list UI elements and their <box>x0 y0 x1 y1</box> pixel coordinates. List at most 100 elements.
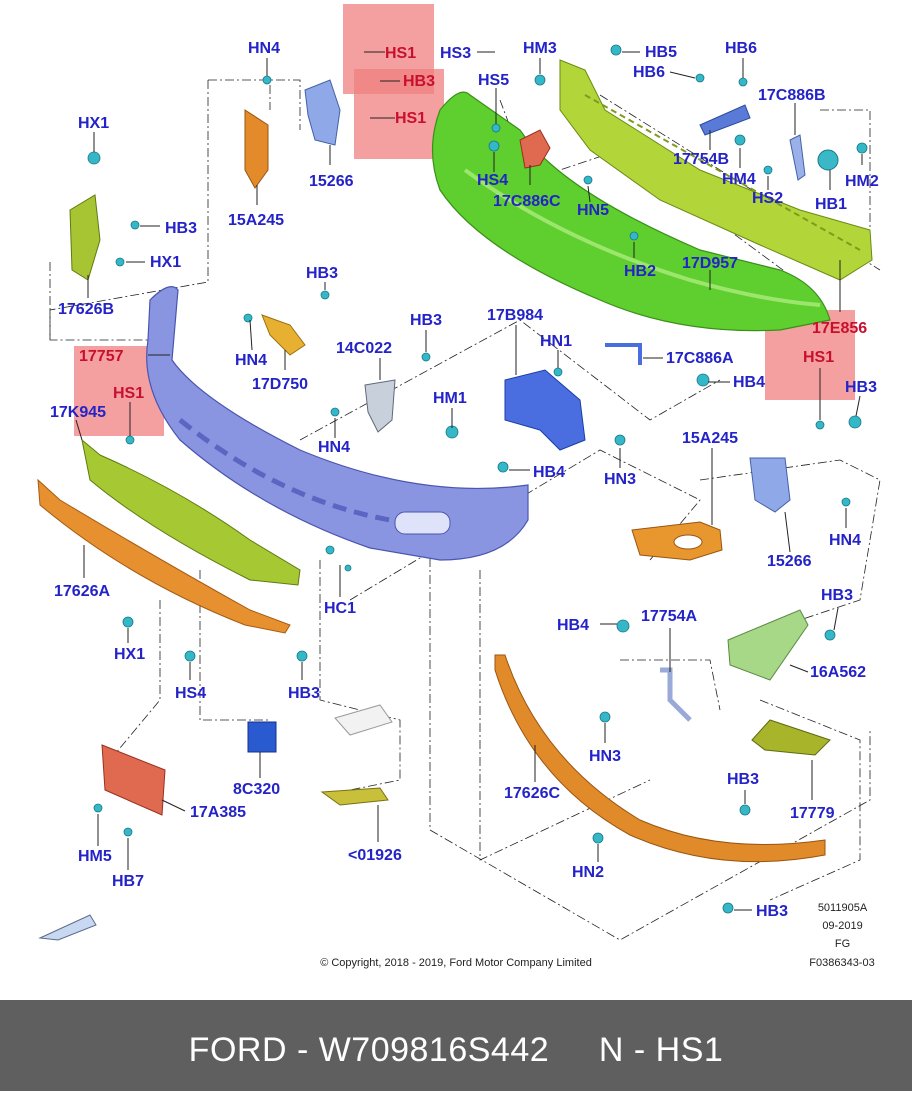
label-15a245-top: 15A245 <box>228 212 284 229</box>
bracket-17754a <box>660 667 692 722</box>
label-hb7: HB7 <box>112 873 144 890</box>
label-hn4-top: HN4 <box>248 40 280 57</box>
copyright-notice: © Copyright, 2018 - 2019, Ford Motor Com… <box>320 957 592 969</box>
label-hb6-b: HB6 <box>633 64 665 81</box>
label-17626a: 17626A <box>54 583 110 600</box>
label-17c886c: 17C886C <box>493 193 561 210</box>
label-15a245-right: 15A245 <box>682 430 738 447</box>
label-hs5: HS5 <box>478 72 509 89</box>
main-bumper-17757 <box>146 286 529 561</box>
bracket-14c022 <box>364 379 396 433</box>
label-16a562: 16A562 <box>810 664 866 681</box>
label-hb6-a: HB6 <box>725 40 757 57</box>
label-hn4-b: HN4 <box>318 439 350 456</box>
bracket-opening <box>673 534 703 550</box>
hb1-fastener-shape <box>817 149 839 171</box>
label-15266-top: 15266 <box>309 173 354 190</box>
label-hm1: HM1 <box>433 390 467 407</box>
label-hx1-bottom: HX1 <box>114 646 145 663</box>
label-17c886b: 17C886B <box>758 87 826 104</box>
bracket-17d750 <box>261 314 306 356</box>
label-hs3: HS3 <box>440 45 471 62</box>
label-hs2: HS2 <box>752 190 783 207</box>
label-17c886a: 17C886A <box>666 350 734 367</box>
label-hb1: HB1 <box>815 196 847 213</box>
meta-date: 09-2019 <box>822 920 863 932</box>
bracket-01926 <box>320 787 389 806</box>
label-hn1: HN1 <box>540 333 572 350</box>
label-hb3-f: HB3 <box>756 903 788 920</box>
label-17757: 17757 <box>79 348 124 365</box>
bracket-17c886a <box>605 343 642 365</box>
bumper-highlight-stroke <box>463 168 821 307</box>
meta-ref: F0386343-03 <box>809 957 875 969</box>
sensor-8c320 <box>247 721 277 753</box>
label-17e856: 17E856 <box>812 320 867 337</box>
label-hb5: HB5 <box>645 44 677 61</box>
fasteners <box>87 44 868 914</box>
label-hn2: HN2 <box>572 864 604 881</box>
bracket-17c886c <box>519 129 551 169</box>
bracket-15266-top <box>304 79 341 146</box>
meta-code: 5011905A <box>817 902 868 914</box>
label-17a385: 17A385 <box>190 804 246 821</box>
bumper-vents <box>178 418 391 523</box>
bracket-17c886b <box>789 134 806 181</box>
label-hb3-mid: HB3 <box>306 265 338 282</box>
label-17626c: 17626C <box>504 785 560 802</box>
bracket-17754b <box>699 104 751 136</box>
footer-part-number: FORD - W709816S442 N - HS1 <box>188 1031 724 1069</box>
direction-arrow-icon <box>38 914 97 941</box>
label-hn4-a: HN4 <box>235 352 267 369</box>
label-17779: 17779 <box>790 805 835 822</box>
label-hc1: HC1 <box>324 600 356 617</box>
bracket-16a562 <box>727 609 809 681</box>
label-hb3-e: HB3 <box>727 771 759 788</box>
label-hx1-top: HX1 <box>78 115 109 132</box>
parts-diagram: HN4 HS1 HB3 HS1 HS3 HM3 HB5 HB6 HB6 HS5 … <box>37 4 881 941</box>
label-hs4-top: HS4 <box>477 172 508 189</box>
label-hn4-right: HN4 <box>829 532 861 549</box>
label-hb2: HB2 <box>624 263 656 280</box>
label-8c320: 8C320 <box>233 781 280 798</box>
bracket-15a245-top <box>244 109 269 189</box>
bumper-fog-opening <box>394 511 451 535</box>
lower-trim-17626a <box>37 478 291 634</box>
lower-grille-17k945 <box>81 438 301 586</box>
label-hs1-right: HS1 <box>803 349 834 366</box>
label-hn5: HN5 <box>577 202 609 219</box>
upper-reinforcement-17e856 <box>559 59 873 281</box>
bracket-17779 <box>751 719 831 756</box>
label-hm5: HM5 <box>78 848 112 865</box>
label-hs1-left: HS1 <box>113 385 144 402</box>
label-hm2: HM2 <box>845 173 879 190</box>
license-bracket-17a385 <box>101 744 166 816</box>
label-hb4-c: HB4 <box>557 617 589 634</box>
label-17754b: 17754B <box>673 151 729 168</box>
label-hb4-a: HB4 <box>733 374 765 391</box>
bracket-17b984 <box>504 369 586 451</box>
label-hn3-a: HN3 <box>604 471 636 488</box>
label-hb3-bottom: HB3 <box>288 685 320 702</box>
label-17b984: 17B984 <box>487 307 543 324</box>
label-hb3-c: HB3 <box>410 312 442 329</box>
label-01926: <01926 <box>348 847 402 864</box>
label-hm3: HM3 <box>523 40 557 57</box>
label-hb3-left: HB3 <box>165 220 197 237</box>
highlight-hs1-top-b <box>354 69 444 159</box>
label-hs4-bottom: HS4 <box>175 685 206 702</box>
label-17d957: 17D957 <box>682 255 738 272</box>
label-hm4-top: HM4 <box>722 171 756 188</box>
lower-trim-17626c <box>494 654 826 863</box>
label-hb3-a: HB3 <box>403 73 435 90</box>
label-17626b: 17626B <box>58 301 114 318</box>
label-hn3-b: HN3 <box>589 748 621 765</box>
meta-region: FG <box>834 938 851 950</box>
ghost-bracket <box>334 704 393 736</box>
footer-bar: FORD - W709816S442 N - HS1 <box>0 1000 912 1091</box>
label-hb3-d: HB3 <box>821 587 853 604</box>
label-hb3-right: HB3 <box>845 379 877 396</box>
leader-lines <box>75 51 863 911</box>
label-14c022: 14C022 <box>336 340 392 357</box>
label-17754a: 17754A <box>641 608 697 625</box>
